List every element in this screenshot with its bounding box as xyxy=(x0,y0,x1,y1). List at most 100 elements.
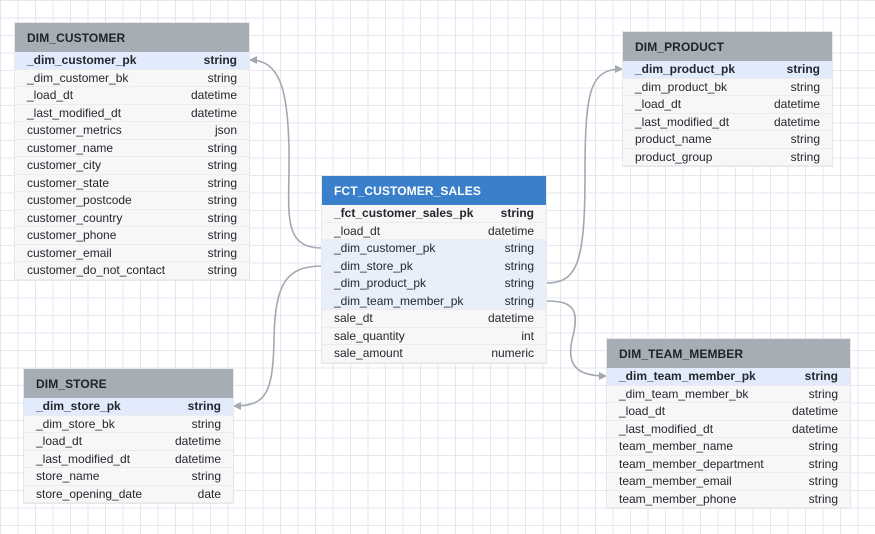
column-type: string xyxy=(203,53,237,68)
column-row: team_member_name string xyxy=(607,438,850,456)
table-title: DIM_PRODUCT xyxy=(623,32,832,61)
column-name: _dim_store_pk xyxy=(36,399,121,414)
column-type: datetime xyxy=(174,451,221,466)
column-type: string xyxy=(504,276,534,291)
column-name: team_member_phone xyxy=(619,491,737,506)
column-type: string xyxy=(191,416,221,431)
column-type: string xyxy=(207,70,237,85)
column-name: store_name xyxy=(36,469,100,484)
column-type: string xyxy=(504,258,534,273)
column-type: string xyxy=(808,456,838,471)
column-type: numeric xyxy=(491,346,534,361)
column-type: string xyxy=(504,241,534,256)
column-name: _fct_customer_sales_pk xyxy=(334,206,474,221)
column-type: string xyxy=(207,193,237,208)
column-name: customer_city xyxy=(27,158,102,173)
column-type: datetime xyxy=(487,311,534,326)
table-fct-customer-sales[interactable]: FCT_CUSTOMER_SALES _fct_customer_sales_p… xyxy=(322,176,546,363)
column-name: customer_country xyxy=(27,210,123,225)
table-title: DIM_STORE xyxy=(24,369,233,398)
column-name: sale_amount xyxy=(334,346,403,361)
column-row: _dim_product_pk string xyxy=(322,275,546,293)
column-name: _dim_customer_pk xyxy=(334,241,436,256)
column-name: customer_name xyxy=(27,140,114,155)
column-type: string xyxy=(207,263,237,278)
column-type: string xyxy=(786,62,820,77)
column-type: string xyxy=(207,245,237,260)
table-title: DIM_CUSTOMER xyxy=(15,23,249,52)
table-title: FCT_CUSTOMER_SALES xyxy=(322,176,546,205)
column-type: string xyxy=(207,140,237,155)
column-name: _dim_customer_bk xyxy=(27,70,129,85)
column-name: team_member_name xyxy=(619,439,734,454)
column-name: _dim_team_member_pk xyxy=(619,369,756,384)
column-name: team_member_email xyxy=(619,474,732,489)
column-name: sale_quantity xyxy=(334,328,405,343)
column-name: _dim_store_bk xyxy=(36,416,115,431)
column-type: string xyxy=(790,149,820,164)
column-name: _load_dt xyxy=(27,88,74,103)
column-type: string xyxy=(808,491,838,506)
column-name: store_opening_date xyxy=(36,486,143,501)
column-type: datetime xyxy=(773,97,820,112)
link-product xyxy=(546,65,623,284)
column-name: _last_modified_dt xyxy=(635,114,730,129)
column-row: _last_modified_dt datetime xyxy=(15,104,249,122)
column-name: _dim_product_pk xyxy=(635,62,736,77)
link-store xyxy=(233,265,323,410)
column-row: _dim_customer_bk string xyxy=(15,69,249,87)
column-row: _dim_store_bk string xyxy=(24,415,233,433)
column-type: string xyxy=(187,399,221,414)
column-type: datetime xyxy=(487,223,534,238)
column-row: _dim_customer_pk string xyxy=(15,52,249,70)
column-name: _dim_product_pk xyxy=(334,276,427,291)
column-name: _dim_team_member_pk xyxy=(334,293,464,308)
column-row: store_opening_date date xyxy=(24,485,233,503)
column-type: datetime xyxy=(791,404,838,419)
column-name: customer_email xyxy=(27,245,112,260)
column-name: _dim_team_member_bk xyxy=(619,386,749,401)
column-name: _dim_product_bk xyxy=(635,79,728,94)
column-name: _last_modified_dt xyxy=(27,105,122,120)
column-name: _last_modified_dt xyxy=(36,451,131,466)
column-row: customer_country string xyxy=(15,209,249,227)
column-type: int xyxy=(521,328,534,343)
column-name: _load_dt xyxy=(334,223,381,238)
column-row: _dim_product_pk string xyxy=(623,61,832,79)
column-type: date xyxy=(197,486,221,501)
column-row: _dim_customer_pk string xyxy=(322,240,546,258)
column-type: datetime xyxy=(190,88,237,103)
column-type: datetime xyxy=(791,421,838,436)
link-team-member xyxy=(546,300,607,380)
column-name: _dim_store_pk xyxy=(334,258,413,273)
column-name: customer_state xyxy=(27,175,110,190)
column-type: string xyxy=(500,206,534,221)
column-type: string xyxy=(808,439,838,454)
column-type: string xyxy=(207,210,237,225)
column-row: customer_email string xyxy=(15,244,249,262)
column-row: _load_dt datetime xyxy=(607,403,850,421)
column-row: _load_dt datetime xyxy=(15,87,249,105)
column-type: string xyxy=(207,228,237,243)
column-row: sale_amount numeric xyxy=(322,345,546,363)
column-row: team_member_phone string xyxy=(607,490,850,508)
column-name: customer_postcode xyxy=(27,193,132,208)
column-type: json xyxy=(214,123,237,138)
column-name: _dim_customer_pk xyxy=(27,53,137,68)
column-type: datetime xyxy=(190,105,237,120)
column-name: _load_dt xyxy=(619,404,666,419)
